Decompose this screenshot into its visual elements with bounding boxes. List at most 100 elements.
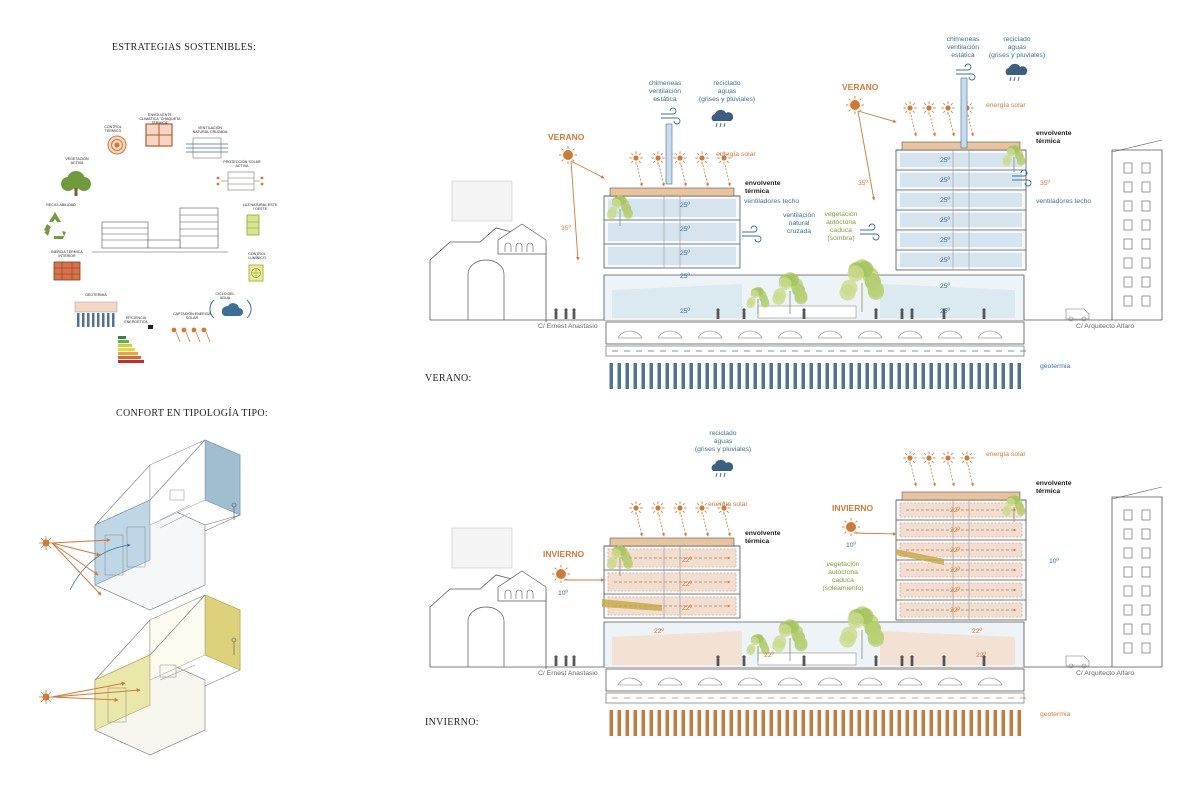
- interior-temperature: 22º: [682, 605, 693, 612]
- sun-icon: [39, 536, 53, 550]
- wind-icon: [661, 107, 681, 125]
- interior-temperature: 22º: [764, 652, 775, 659]
- courtyard-tree: [746, 286, 770, 314]
- interior-temperature: 22º: [950, 507, 961, 514]
- interior-temperature: 25º: [680, 308, 691, 315]
- podium: [603, 621, 1025, 667]
- interior-temperature: 25º: [680, 226, 691, 233]
- podium: [603, 274, 1025, 320]
- person-figure: [554, 308, 558, 319]
- interior-temperature: 25º: [940, 157, 951, 164]
- summer-temp-out-right2: 35º: [1040, 180, 1051, 187]
- person-figure: [554, 655, 558, 666]
- section-summer: [429, 63, 1163, 389]
- sun-icon: [673, 501, 687, 515]
- person-figure: [742, 308, 746, 319]
- person-figure: [716, 655, 720, 666]
- sun-icon: [941, 101, 955, 115]
- label-reciclabilidad: RECICLABILIDAD: [46, 203, 76, 207]
- tower-right: [895, 491, 1027, 621]
- winter-street-left: C/ Ernest Anastasio: [538, 670, 598, 677]
- cross-ventilation-icon: [186, 137, 228, 159]
- energy-efficiency-icon: [118, 325, 153, 363]
- sun-icon: [695, 501, 709, 515]
- recycling-icon: [44, 212, 66, 239]
- label-eficiencia: EFICIENCIA ENERGÉTICA: [124, 316, 148, 325]
- person-figure: [572, 308, 576, 319]
- climatic-envelope-icon: [145, 123, 173, 147]
- interior-temperature: 25º: [940, 308, 951, 315]
- existing-building-right: [1111, 139, 1163, 320]
- summer-fans-right: ventiladores techo: [1036, 198, 1092, 205]
- interior-temperature: 22º: [950, 607, 961, 614]
- sun-icon: [903, 451, 917, 465]
- comfort-title: CONFORT EN TIPOLOGÍA TIPO:: [116, 408, 268, 419]
- interior-temperature: 25º: [940, 177, 951, 184]
- interior-temperature: 25º: [940, 237, 951, 244]
- sun-icon: [941, 451, 955, 465]
- vegetation-icon: [61, 171, 91, 196]
- person-figure: [564, 655, 568, 666]
- summer-street-left: C/ Ernest Anastasio: [538, 323, 598, 330]
- winter-season-left: INVIERNO: [543, 549, 585, 559]
- sun-icon: [846, 96, 864, 114]
- person-figure: [900, 308, 904, 319]
- interior-temperature: 22º: [950, 567, 961, 574]
- label-luz: LUZ NATURAL ESTE / OESTE: [242, 203, 278, 212]
- label-inercia: INERCIA TÉRMICA INTERIOR: [51, 250, 83, 259]
- label-vegetacion: VEGETACIÓN ACTIVA: [65, 157, 89, 166]
- label-ventilacion: VENTILACIÓN NATURAL CRUZADA: [192, 126, 228, 135]
- facade-vegetation-left: [606, 545, 633, 576]
- person-figure: [742, 655, 746, 666]
- sun-icon: [717, 151, 731, 165]
- interior-temperature: 22º: [950, 587, 961, 594]
- light-control-icon: [248, 264, 264, 282]
- facade-vegetation-right: [1002, 494, 1026, 522]
- sun-icon: [629, 151, 643, 165]
- interior-temperature: 22º: [654, 628, 665, 635]
- label-envolvente: ENVOLVENTE CLIMÁTICA "CHAQUETA TÉRMICA": [139, 113, 181, 126]
- interior-temperature: 25º: [680, 202, 691, 209]
- label-control-lumnico: CONTROL LUMÍNICO: [248, 252, 266, 261]
- label-geotermia: GEOTERMIA: [85, 293, 107, 297]
- courtyard-tree: [839, 606, 885, 659]
- summer-geo: geotermia: [1040, 363, 1071, 370]
- person-figure: [942, 308, 946, 319]
- water-cycle-icon: [209, 299, 252, 319]
- interior-temperature: 25º: [940, 197, 951, 204]
- person-figure: [910, 655, 914, 666]
- sun-icon: [39, 690, 53, 704]
- winter-solar-left: energía solar: [708, 501, 748, 508]
- winter-temp-out-left: 10º: [558, 590, 569, 597]
- interior-temperature: 22º: [682, 557, 693, 564]
- interior-temperature: 25º: [940, 283, 951, 290]
- label-ciclo: CICLO DEL AGUA: [215, 292, 235, 301]
- thermal-control-icon: [107, 135, 127, 155]
- facade-vegetation-left: [606, 195, 633, 226]
- interior-temperature: 25º: [680, 273, 691, 280]
- person-figure: [874, 308, 878, 319]
- thermal-inertia-icon: [53, 261, 81, 281]
- strategies-title: ESTRATEGIAS SOSTENIBLES:: [112, 42, 257, 53]
- existing-building-left: [429, 527, 547, 669]
- summer-caption: VERANO:: [425, 373, 472, 384]
- person-figure: [802, 308, 806, 319]
- natural-light-icon: [246, 214, 260, 236]
- courtyard-tree: [746, 633, 770, 661]
- sun-icon: [559, 146, 577, 164]
- interior-temperature: 22º: [950, 547, 961, 554]
- summer-solar-right: energía solar: [986, 102, 1026, 109]
- sun-icon: [673, 151, 687, 165]
- comfort-unit-summer: [39, 439, 241, 611]
- person-figure: [716, 308, 720, 319]
- person-figure: [874, 655, 878, 666]
- geothermal-icon: [74, 301, 118, 327]
